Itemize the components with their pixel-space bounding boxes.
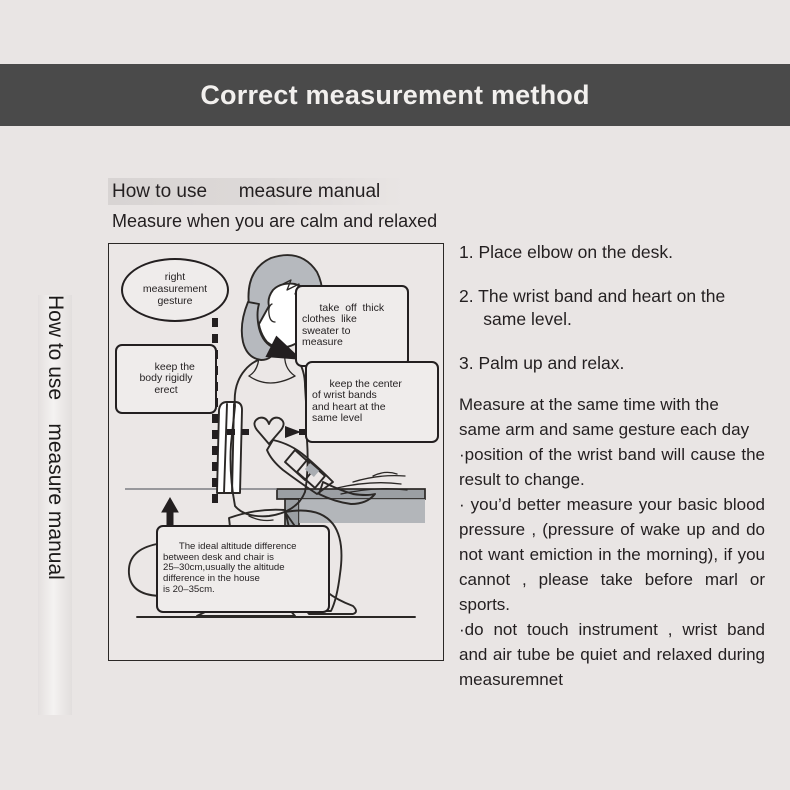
page-title: Correct measurement method <box>200 79 590 110</box>
callout-gesture: right measurement gesture <box>121 258 229 322</box>
instruction-step-2: 2. The wrist band and heart on the same … <box>459 286 726 329</box>
instruction-note-4: ·do not touch instrument , wrist band an… <box>459 620 765 689</box>
callout-desk-height: The ideal altitude difference between de… <box>156 525 330 613</box>
how-to-use-label: How to use measure manual <box>112 180 381 202</box>
instructions-column: 1. Place elbow on the desk. 2. The wrist… <box>459 242 765 692</box>
instruction-note-2: ·position of the wrist band will cause t… <box>459 445 765 489</box>
header-bar: Correct measurement method <box>0 64 790 126</box>
illustration-column: How to use measure manual Measure when y… <box>108 178 446 661</box>
callout-clothes-text: take off thick clothes like sweater to m… <box>302 301 385 349</box>
callout-body-erect-text: keep the body rigidly erect <box>139 360 195 396</box>
callout-wrist-level-text: keep the center of wrist bands and heart… <box>312 377 402 425</box>
instruction-note-3: · you’d better measure your basic blood … <box>459 495 765 614</box>
instruction-note-1: Measure at the same time with the same a… <box>459 395 750 439</box>
instruction-step-3: 3. Palm up and relax. <box>459 353 625 373</box>
callout-gesture-text: right measurement gesture <box>142 271 208 307</box>
callout-clothes: take off thick clothes like sweater to m… <box>295 285 409 367</box>
instruction-step-1: 1. Place elbow on the desk. <box>459 242 674 262</box>
side-label-strip <box>38 295 72 715</box>
callout-body-erect: keep the body rigidly erect <box>115 344 217 414</box>
side-label-text: How to use measure manual <box>44 295 67 580</box>
callout-desk-height-text: The ideal altitude difference between de… <box>163 540 297 595</box>
how-to-use-band: How to use measure manual <box>108 178 404 205</box>
illustration-subcaption: Measure when you are calm and relaxed <box>112 211 438 231</box>
callout-wrist-level: keep the center of wrist bands and heart… <box>305 361 439 443</box>
illustration-frame: .ol{fill:none;stroke:#2b2826;stroke-widt… <box>108 243 444 661</box>
